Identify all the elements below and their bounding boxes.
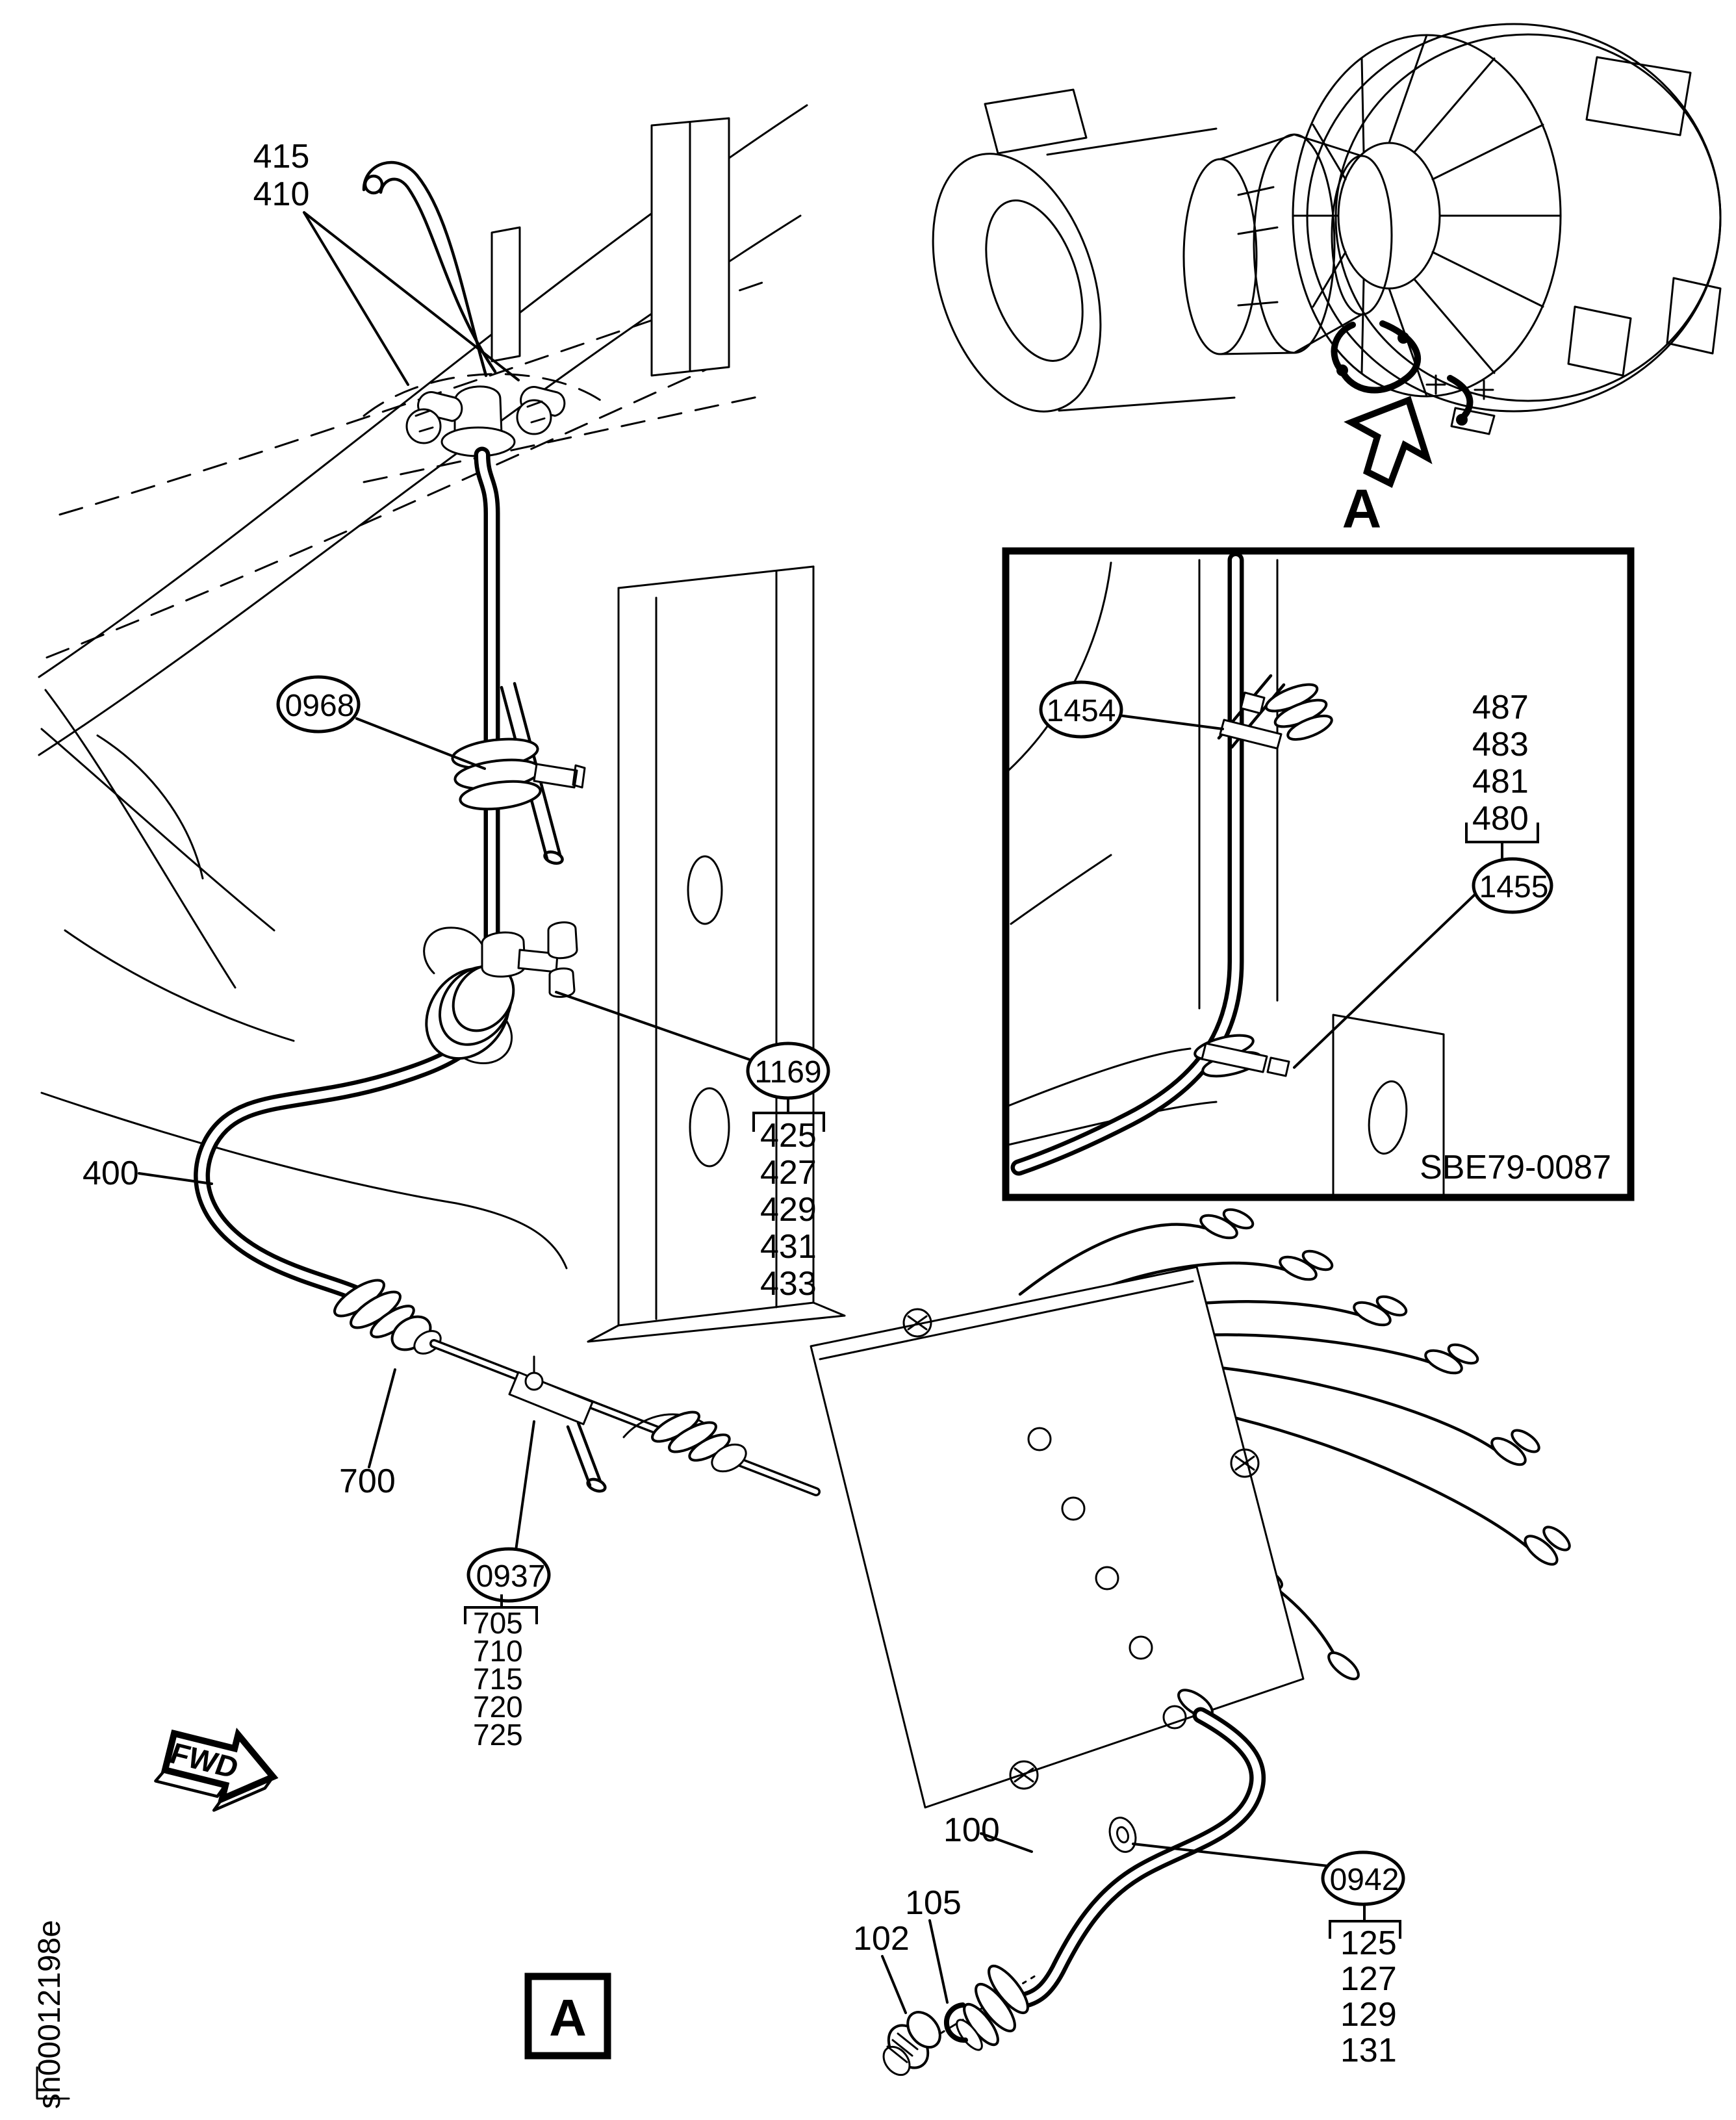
connector-102-shape bbox=[882, 2011, 941, 2076]
inset-figure-code: SBE79-0087 bbox=[1420, 1149, 1611, 1186]
inset-detail-box bbox=[1002, 547, 1635, 1201]
part-131: 131 bbox=[1340, 2032, 1397, 2069]
hose-union-fittings bbox=[333, 1279, 442, 1355]
part-481: 481 bbox=[1472, 763, 1529, 800]
part-127: 127 bbox=[1340, 1960, 1397, 1998]
sheet-code: sh00012198e bbox=[32, 1920, 70, 2109]
detail-a-box-letter: A bbox=[549, 1989, 587, 2047]
fuel-tube-700 bbox=[429, 1339, 821, 1496]
part-715: 715 bbox=[473, 1662, 523, 1696]
fwd-arrow: FWD bbox=[154, 1728, 279, 1812]
inset-clamp-1455-part bbox=[1194, 1034, 1290, 1078]
part-429: 429 bbox=[760, 1191, 817, 1229]
callout-circle-0937 bbox=[466, 1547, 551, 1603]
pump-bracket-plate bbox=[810, 1266, 1305, 1809]
clamp-1169-part bbox=[423, 921, 578, 1064]
callout-700: 700 bbox=[339, 1462, 396, 1500]
inset-border bbox=[1002, 547, 1635, 1201]
part-710: 710 bbox=[473, 1634, 523, 1668]
chassis-illustration bbox=[38, 104, 846, 1343]
pipe-100-end-fittings bbox=[882, 1964, 1036, 2076]
callout-105: 105 bbox=[905, 1884, 962, 1922]
part-433: 433 bbox=[760, 1265, 817, 1303]
detail-a-box: A bbox=[524, 1973, 611, 2060]
callout-0937: 0937 bbox=[476, 1559, 546, 1594]
engine-overview-illustration bbox=[932, 23, 1722, 435]
callout-415: 415 bbox=[253, 138, 310, 175]
fuel-tube-main bbox=[194, 446, 500, 1302]
callout-circle-0968 bbox=[276, 675, 361, 734]
injection-pipes bbox=[1018, 1208, 1571, 1681]
pipe-nuts bbox=[1199, 1208, 1571, 1566]
sheet-code-text: sh00012198e bbox=[32, 1920, 67, 2109]
fuel-pipe-100 bbox=[882, 1689, 1266, 2076]
part-705: 705 bbox=[473, 1606, 523, 1640]
callouts: 415 410 0968 1169 425 427 429 431 433 40… bbox=[83, 138, 1611, 2069]
inset-clamp-1454-part bbox=[1217, 674, 1333, 750]
part-425: 425 bbox=[760, 1117, 817, 1155]
callout-1454: 1454 bbox=[1047, 694, 1116, 728]
view-a-arrow-letter: A bbox=[1342, 478, 1382, 539]
part-427: 427 bbox=[760, 1154, 817, 1192]
plate-screws bbox=[902, 1308, 1260, 1790]
part-720: 720 bbox=[473, 1690, 523, 1724]
callout-102: 102 bbox=[853, 1920, 910, 1958]
callout-100: 100 bbox=[943, 1811, 1000, 1849]
callout-1169: 1169 bbox=[754, 1055, 821, 1090]
tube-700-end-fittings bbox=[622, 1411, 747, 1473]
callout-400: 400 bbox=[83, 1155, 139, 1192]
callout-circle-1455 bbox=[1472, 857, 1553, 914]
part-431: 431 bbox=[760, 1228, 817, 1266]
fwd-arrow-label: FWD bbox=[166, 1736, 243, 1784]
snap-ring-shape bbox=[944, 2002, 968, 2043]
part-483: 483 bbox=[1472, 726, 1529, 763]
callout-410: 410 bbox=[253, 175, 310, 213]
clamp-0937-part bbox=[508, 1355, 607, 1493]
clamp-0968-part bbox=[451, 682, 586, 865]
part-125: 125 bbox=[1340, 1924, 1397, 1962]
callout-circle-1454 bbox=[1039, 680, 1123, 739]
part-129: 129 bbox=[1340, 1996, 1397, 2034]
part-487: 487 bbox=[1472, 689, 1529, 726]
view-a-arrow bbox=[1344, 396, 1433, 488]
part-480: 480 bbox=[1472, 800, 1529, 837]
callout-1455: 1455 bbox=[1479, 870, 1549, 904]
fan-spokes bbox=[1292, 34, 1562, 398]
callout-0942: 0942 bbox=[1330, 1863, 1399, 1897]
callout-0968: 0968 bbox=[285, 689, 355, 723]
part-725: 725 bbox=[473, 1718, 523, 1752]
